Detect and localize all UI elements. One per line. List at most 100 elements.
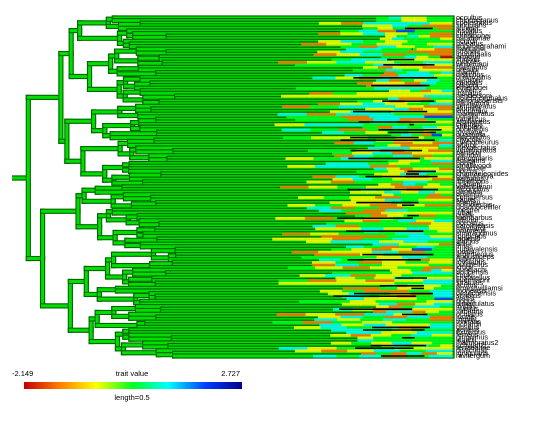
- tip-label: porcatus: [456, 218, 484, 227]
- tip-label: cristatellus: [456, 273, 490, 282]
- tip-trait-segment: [389, 89, 401, 93]
- tip-trait-segment: [326, 255, 352, 259]
- tip-trait-segment: [433, 29, 453, 33]
- tip-trait-segment: [429, 318, 453, 322]
- tip-trait-segment: [325, 162, 348, 166]
- tip-trait-segment: [342, 266, 371, 270]
- tip-trait-segment: [340, 29, 360, 33]
- tip-label: barbatus: [456, 174, 484, 183]
- tip-trait-segment: [425, 86, 453, 90]
- tip-trait-segment: [373, 339, 390, 342]
- tip-trait-segment: [429, 102, 453, 106]
- tip-trait-segment: [416, 73, 435, 77]
- tip-trait-segment: [310, 105, 340, 108]
- tip-trait-segment: [439, 144, 453, 147]
- tip-trait-segment: [365, 131, 388, 134]
- tip-trait-segment: [352, 151, 373, 155]
- tip-trait-segment: [307, 149, 333, 153]
- tip-trait-segment: [319, 323, 342, 327]
- tip-trait-segment: [428, 53, 453, 56]
- tip-trait-segment: [356, 92, 382, 95]
- tip-trait-segment: [439, 172, 453, 176]
- tip-trait-segment: [407, 315, 431, 319]
- tip-trait-segment: [434, 73, 453, 77]
- tip-trait-segment: [332, 177, 353, 181]
- tip-label: ernestwilliamsi: [456, 283, 503, 292]
- tip-label: guazuma: [456, 130, 486, 139]
- tip-trait-segment: [355, 206, 380, 210]
- tip-trait-segment: [362, 50, 386, 54]
- tip-trait-segment: [400, 196, 427, 199]
- tip-trait-segment: [362, 320, 393, 324]
- tip-trait-segment: [329, 201, 351, 205]
- tip-trait-segment: [398, 245, 418, 249]
- tip-trait-segment: [428, 261, 453, 264]
- tip-trait-segment: [429, 258, 453, 262]
- tip-trait-segment: [369, 68, 387, 72]
- tip-label: websteri: [455, 75, 483, 84]
- tip-label: marmoratus: [456, 109, 495, 118]
- tip-trait-segment: [431, 328, 453, 332]
- tip-trait-segment: [391, 133, 402, 137]
- tip-trait-segment: [347, 222, 369, 225]
- tip-trait-segment: [375, 274, 402, 277]
- tip-label: baleatus: [456, 39, 484, 48]
- tip-trait-segment: [340, 209, 364, 212]
- tip-trait-segment: [295, 86, 323, 90]
- tip-trait-segment: [413, 172, 427, 176]
- tip-trait-segment: [426, 255, 453, 259]
- tip-trait-segment: [321, 235, 344, 238]
- tip-trait-segment: [301, 255, 327, 259]
- tip-trait-segment: [313, 354, 337, 358]
- tip-trait-segment: [403, 240, 429, 244]
- tip-trait-segment: [343, 131, 366, 134]
- tip-trait-segment: [343, 235, 366, 238]
- tip-label: marron: [456, 68, 479, 77]
- tip-label: valencienni: [456, 182, 492, 191]
- tip-trait-segment: [382, 53, 407, 56]
- tip-trait-segment: [398, 47, 418, 51]
- tip-trait-segment: [404, 92, 429, 95]
- tip-label: richardii: [456, 320, 482, 329]
- tip-label: lucius: [456, 247, 475, 256]
- tip-trait-segment: [379, 287, 398, 290]
- tip-label: strahmi: [456, 47, 480, 56]
- tip-trait-segment: [363, 245, 382, 249]
- tip-label: occultus: [456, 13, 483, 22]
- tip-trait-segment: [342, 203, 371, 207]
- tip-trait-segment: [416, 47, 435, 51]
- tip-label: marmoratus2: [456, 338, 498, 347]
- tip-trait-segment: [278, 281, 308, 285]
- tip-trait-segment: [430, 162, 453, 166]
- tip-trait-segment: [406, 227, 430, 231]
- tip-trait-segment: [327, 292, 350, 296]
- tip-trait-segment: [359, 354, 384, 358]
- tip-trait-segment: [434, 219, 453, 223]
- tip-trait-segment: [318, 21, 342, 25]
- tip-trait-segment: [416, 211, 435, 215]
- tip-trait-segment: [430, 235, 453, 238]
- tip-trait-segment: [408, 107, 424, 111]
- tip-trait-segment: [429, 40, 453, 43]
- tip-trait-segment: [358, 263, 383, 267]
- tip-trait-segment: [381, 263, 406, 267]
- tip-trait-segment: [281, 232, 311, 236]
- tip-trait-segment: [302, 237, 333, 241]
- tip-label: smaragdinus: [456, 229, 498, 238]
- tip-trait-segment: [402, 183, 416, 186]
- tip-label: imias: [456, 242, 473, 251]
- tip-label: sheplani: [456, 122, 483, 131]
- tip-trait-segment: [338, 232, 368, 236]
- tip-label: wattsi: [455, 294, 475, 303]
- tip-label: alfaroi: [456, 140, 476, 149]
- tip-trait-segment: [369, 164, 398, 168]
- legend-min-label: -2.149: [12, 369, 33, 378]
- tip-trait-segment: [362, 315, 386, 319]
- tip-trait-stripes: [272, 16, 453, 358]
- tip-trait-segment: [425, 242, 440, 246]
- tip-label: gingivinus: [456, 333, 488, 342]
- tip-label: krugi: [456, 263, 472, 272]
- tip-trait-segment: [287, 203, 316, 207]
- tip-trait-segment: [404, 81, 421, 85]
